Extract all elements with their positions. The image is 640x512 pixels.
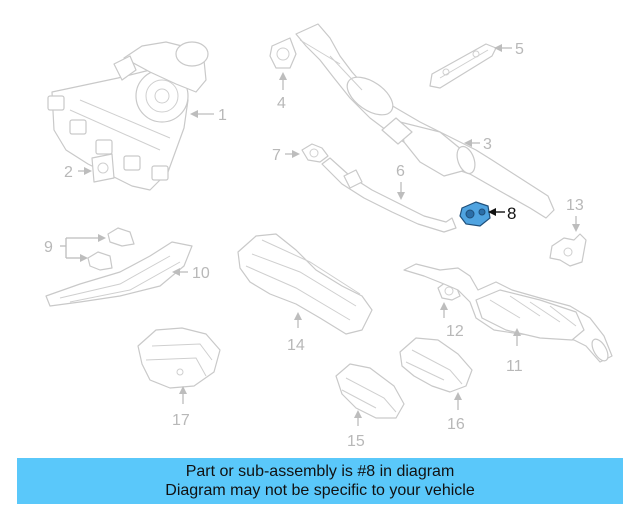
part-14-heat-shield	[237, 233, 373, 335]
svg-text:15: 15	[347, 433, 365, 450]
svg-text:13: 13	[566, 197, 584, 214]
part-10-heat-shield	[45, 241, 193, 307]
callout-15: 15	[347, 410, 365, 450]
svg-text:1: 1	[218, 107, 227, 124]
callout-11: 11	[506, 328, 523, 375]
svg-text:5: 5	[515, 41, 524, 58]
part-16-heat-shield	[399, 337, 473, 393]
svg-text:4: 4	[277, 95, 286, 112]
svg-text:3: 3	[483, 136, 492, 153]
svg-text:7: 7	[272, 147, 281, 164]
svg-text:6: 6	[396, 163, 405, 180]
callout-17: 17	[172, 386, 190, 429]
part-6-pipe	[321, 157, 457, 233]
callout-2: 2	[64, 164, 92, 181]
part-7-clamp	[301, 143, 329, 163]
part-15-heat-shield	[335, 363, 405, 419]
svg-text:14: 14	[287, 337, 305, 354]
svg-text:10: 10	[192, 265, 210, 282]
svg-text:16: 16	[447, 416, 465, 433]
callout-3: 3	[464, 136, 492, 153]
part-3-catalytic-converter	[295, 23, 555, 219]
part-4-gasket	[269, 37, 297, 69]
svg-text:2: 2	[64, 164, 73, 181]
callout-8: 8	[488, 204, 516, 223]
part-17-heat-shield	[137, 327, 221, 389]
callout-14: 14	[287, 312, 305, 354]
svg-text:17: 17	[172, 412, 190, 429]
part-8-highlighted-clamp	[459, 201, 491, 227]
banner-line-1: Part or sub-assembly is #8 in diagram	[185, 463, 455, 480]
part-11-muffler	[403, 263, 613, 363]
parts-diagram: 1 2 4 3 5	[44, 23, 613, 450]
part-9-brackets	[87, 227, 135, 271]
callout-7: 7	[272, 147, 300, 164]
callout-13: 13	[566, 197, 584, 232]
part-1-turbo-manifold	[47, 41, 209, 191]
part-13-hanger	[549, 233, 587, 267]
svg-text:12: 12	[446, 323, 464, 340]
part-5-bracket	[429, 43, 497, 89]
svg-text:8: 8	[507, 204, 516, 223]
svg-text:11: 11	[506, 358, 523, 375]
part-2-gasket	[91, 153, 115, 183]
svg-text:9: 9	[44, 239, 53, 256]
callout-6: 6	[396, 163, 405, 200]
callout-10: 10	[172, 265, 210, 282]
banner-line-2: Diagram may not be specific to your vehi…	[165, 482, 475, 499]
callout-16: 16	[447, 392, 465, 433]
callout-1: 1	[190, 107, 227, 124]
callout-12: 12	[440, 302, 464, 340]
callout-5: 5	[494, 41, 524, 58]
callout-9: 9	[44, 234, 106, 262]
callout-4: 4	[277, 72, 287, 112]
part-info-banner: Part or sub-assembly is #8 in diagram Di…	[17, 458, 623, 504]
